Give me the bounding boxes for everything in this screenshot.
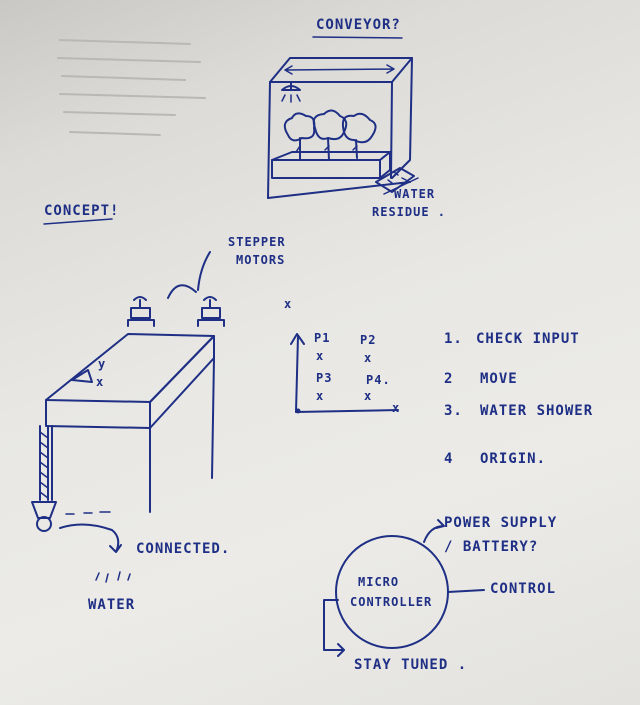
step-number: 3. [444, 403, 463, 419]
axis-x-label: x [96, 375, 105, 389]
stepper-label-line1: STEPPER [228, 235, 286, 249]
step-text: WATER SHOWER [480, 403, 594, 419]
grid-point-label: P4. [366, 373, 391, 387]
conveyor-sketch [267, 36, 419, 199]
water-residue-line1: WATER [394, 187, 436, 201]
step-number: 2 [444, 371, 454, 387]
controller-label-line2: CONTROLLER [350, 595, 433, 609]
grid-extra-mark: x [284, 297, 293, 311]
grid-point-label: P2 [360, 333, 377, 347]
grid-point-label: P1 [314, 331, 331, 345]
grid-point-mark: x [316, 389, 325, 403]
control-label: CONTROL [490, 581, 557, 597]
connected-label: CONNECTED. [136, 541, 231, 557]
battery-label: / BATTERY? [444, 539, 539, 555]
power-supply-label: POWER SUPPLY [444, 515, 558, 531]
grid-point-mark: x [364, 389, 373, 403]
grid-point-mark: x [364, 351, 373, 365]
conveyor-title: CONVEYOR? [316, 17, 401, 33]
controller-label-line1: MICRO [358, 575, 400, 589]
water-label: WATER [88, 597, 136, 613]
step-text: MOVE [480, 371, 518, 387]
grid-point-label: P3 [316, 371, 333, 385]
water-residue-line2: RESIDUE . [372, 205, 447, 219]
stay-tuned-label: STAY TUNED . [354, 657, 468, 673]
step-text: CHECK INPUT [476, 331, 580, 347]
coordinate-grid [290, 333, 399, 414]
concept-title: CONCEPT! [44, 203, 120, 219]
microcontroller-sketch [323, 519, 485, 657]
step-text: ORIGIN. [480, 451, 547, 467]
grid-extra-mark: x [392, 401, 401, 415]
step-number: 4 [444, 451, 454, 467]
grid-point-mark: x [316, 349, 325, 363]
step-number: 1. [444, 331, 463, 347]
concept-machine [31, 296, 225, 583]
axis-y-label: y [98, 357, 107, 371]
concept-underline [43, 218, 113, 225]
stepper-label-line2: MOTORS [236, 253, 286, 267]
bleed-through-text [57, 39, 206, 136]
stepper-pointer [167, 251, 211, 299]
